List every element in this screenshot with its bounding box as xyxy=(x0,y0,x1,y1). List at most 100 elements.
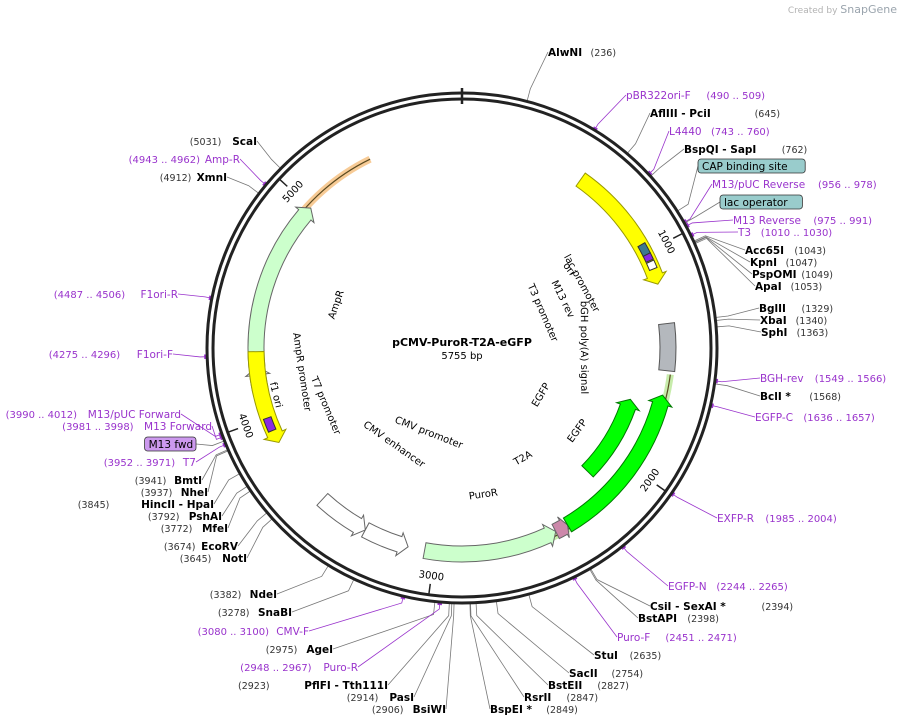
site-t7-45-mark xyxy=(222,442,226,448)
feature-f1-ori-3 xyxy=(247,351,288,444)
site-pbr322ori-f-1-coord: (490 .. 509) xyxy=(706,91,765,102)
site-pflfi-tth111i-32-name: PflFI - Tth111I xyxy=(304,680,388,692)
site-egfp-c-19-coord: (1636 .. 1657) xyxy=(803,413,875,424)
feature-m13-rev-12 xyxy=(642,252,654,264)
site-m13-reverse-8-leader xyxy=(685,219,734,227)
site-bspqi-sapi-4-coord: (762) xyxy=(782,145,808,156)
site-acc65i-10-leader xyxy=(693,235,746,251)
site-xbai-15: XbaI(1340) xyxy=(760,315,827,327)
site-bgh-rev-17-coord: (1549 .. 1566) xyxy=(815,374,887,385)
site-bmti-44-name: BmtI xyxy=(174,475,202,487)
site-cap-binding-site-5-name: CAP binding site xyxy=(702,161,788,173)
site-csii-sexai-22-leader xyxy=(590,568,651,607)
feature-bgh-poly-a-signal-10 xyxy=(658,322,677,373)
site-kpni-11-name: KpnI xyxy=(750,257,777,269)
site-m13-puc-forward-48: M13/pUC Forward (3990 .. 4012) xyxy=(6,409,181,421)
site-f1ori-r-50-mark xyxy=(208,295,212,301)
tick-label-3000: 3000 xyxy=(418,569,445,583)
tick-label-4000: 4000 xyxy=(236,412,255,440)
site-pbr322ori-f-1: pBR322ori-F(490 .. 509) xyxy=(626,90,765,102)
site-acc65i-10: Acc65I(1043) xyxy=(745,245,826,257)
site-rsrii-28-coord: (2847) xyxy=(567,693,599,704)
site-m13-puc-forward-48-name: M13/pUC Forward xyxy=(88,409,181,421)
AmpR-highlight xyxy=(248,156,372,345)
site-nhei-43-leader xyxy=(207,450,229,493)
site-egfp-n-21-name: EGFP-N xyxy=(668,581,707,593)
site-afliii-pcii-2-leader xyxy=(626,112,651,154)
created-by-label: Created by xyxy=(787,6,838,16)
site-exfp-r-20-leader xyxy=(671,492,718,519)
site-m13-fwd-46-box xyxy=(144,436,197,452)
site-mfei-40-coord: (3772) xyxy=(161,524,193,535)
site-puro-f-24-coord: (2451 .. 2471) xyxy=(665,633,737,644)
site-l4440-3-name: L4440 xyxy=(669,126,702,138)
site-hincii-hpai-42-leader xyxy=(213,473,241,505)
snapgene-logo-text: SnapGene xyxy=(840,3,897,16)
site-csii-sexai-22-coord: (2394) xyxy=(762,602,794,613)
site-ndei-37-name: NdeI xyxy=(250,589,277,601)
site-ndei-37: NdeI(3382) xyxy=(210,589,277,601)
site-cap-binding-site-5: CAP binding site xyxy=(697,158,806,174)
site-bcli-18: BclI *(1568) xyxy=(760,391,841,403)
site-f1ori-f-49-leader xyxy=(172,353,208,358)
site-m13-forward-47: M13 Forward(3981 .. 3998) xyxy=(62,421,212,433)
site-bgh-rev-17-name: BGH-rev xyxy=(760,373,804,385)
site-xmni-51-coord: (4912) xyxy=(160,173,192,184)
site-bsteii-27-leader xyxy=(475,602,549,686)
snapgene-branding: Created by SnapGene xyxy=(788,3,897,16)
feature-label-bgh-poly-a-signal-11: bGH poly(A) signal xyxy=(578,301,589,394)
site-ecorv-39-coord: (3674) xyxy=(164,542,196,553)
site-bspqi-sapi-4-name: BspQI - SapI xyxy=(684,144,756,156)
site-nhei-43-coord: (3937) xyxy=(141,488,173,499)
site-cmv-f-35-leader xyxy=(308,596,404,632)
site-pspomi-12-name: PspOMI xyxy=(752,269,797,281)
site-puro-f-24-name: Puro-F xyxy=(617,632,650,644)
site-xmni-51: XmnI (4912) xyxy=(160,172,227,184)
site-mfei-40-leader xyxy=(227,490,251,529)
site-bsteii-27: BstEII(2827) xyxy=(548,680,629,692)
site-m13-puc-forward-48-coord: (3990 .. 4012) xyxy=(6,410,78,421)
site-scai-53-name: ScaI xyxy=(232,136,257,148)
site-bstapi-23-name: BstAPI xyxy=(638,613,677,625)
site-f1ori-f-49-coord: (4275 .. 4296) xyxy=(49,350,121,361)
site-exfp-r-20-coord: (1985 .. 2004) xyxy=(765,514,837,525)
site-leader-lines xyxy=(172,51,762,710)
site-agei-30-coord: (2975) xyxy=(266,645,298,656)
site-m13-puc-forward-48-mark xyxy=(218,432,222,438)
site-lac-operator-7-box xyxy=(719,194,803,210)
feature-label-egfp-10: EGFP xyxy=(530,381,553,409)
site-puro-r-31-name: Puro-R xyxy=(323,662,358,674)
site-t7-45: T7(3952 .. 3971) xyxy=(104,457,196,469)
site-hincii-hpai-42: HincII - HpaI(3845) xyxy=(78,499,214,511)
feature-t3-promoter-13 xyxy=(645,259,658,272)
site-acc65i-10-coord: (1043) xyxy=(794,246,826,257)
site-noti-38-coord: (3645) xyxy=(180,554,212,565)
site-m13-forward-47-name: M13 Forward xyxy=(144,421,212,433)
site-bmti-44-coord: (3941) xyxy=(135,476,167,487)
site-agei-30: AgeI(2975) xyxy=(266,644,333,656)
site-xmni-51-name: XmnI xyxy=(197,172,227,184)
site-egfp-n-21: EGFP-N(2244 .. 2265) xyxy=(668,581,788,593)
tick-1000 xyxy=(672,232,684,239)
site-sacii-26-coord: (2754) xyxy=(612,669,644,680)
site-bsiwi-34: BsiWI(2906) xyxy=(372,704,446,716)
feature-label-m13-rev-13: M13 rev xyxy=(549,279,577,320)
site-amp-r-52-mark xyxy=(262,181,267,186)
site-xbai-15-leader xyxy=(715,318,761,321)
site-bcli-18-name: BclI * xyxy=(760,391,791,403)
site-m13-reverse-8: M13 Reverse(975 .. 991) xyxy=(733,215,872,227)
site-bglii-14-leader xyxy=(715,307,760,318)
site-pasi-33-leader xyxy=(413,602,453,698)
feature-puror-6 xyxy=(422,523,557,563)
site-pshai-41-coord: (3792) xyxy=(148,512,180,523)
site-m13-fwd-46-leader xyxy=(195,440,225,446)
site-scai-53: ScaI(5031) xyxy=(190,136,257,148)
site-bglii-14-coord: (1329) xyxy=(802,304,834,315)
site-m13-reverse-8-name: M13 Reverse xyxy=(733,215,801,227)
site-apai-13: ApaI(1053) xyxy=(755,281,822,293)
site-amp-r-52: Amp-R(4943 .. 4962) xyxy=(129,154,240,166)
site-puro-f-24: Puro-F (2451 .. 2471) xyxy=(617,632,737,644)
site-snabi-36-coord: (3278) xyxy=(218,608,250,619)
